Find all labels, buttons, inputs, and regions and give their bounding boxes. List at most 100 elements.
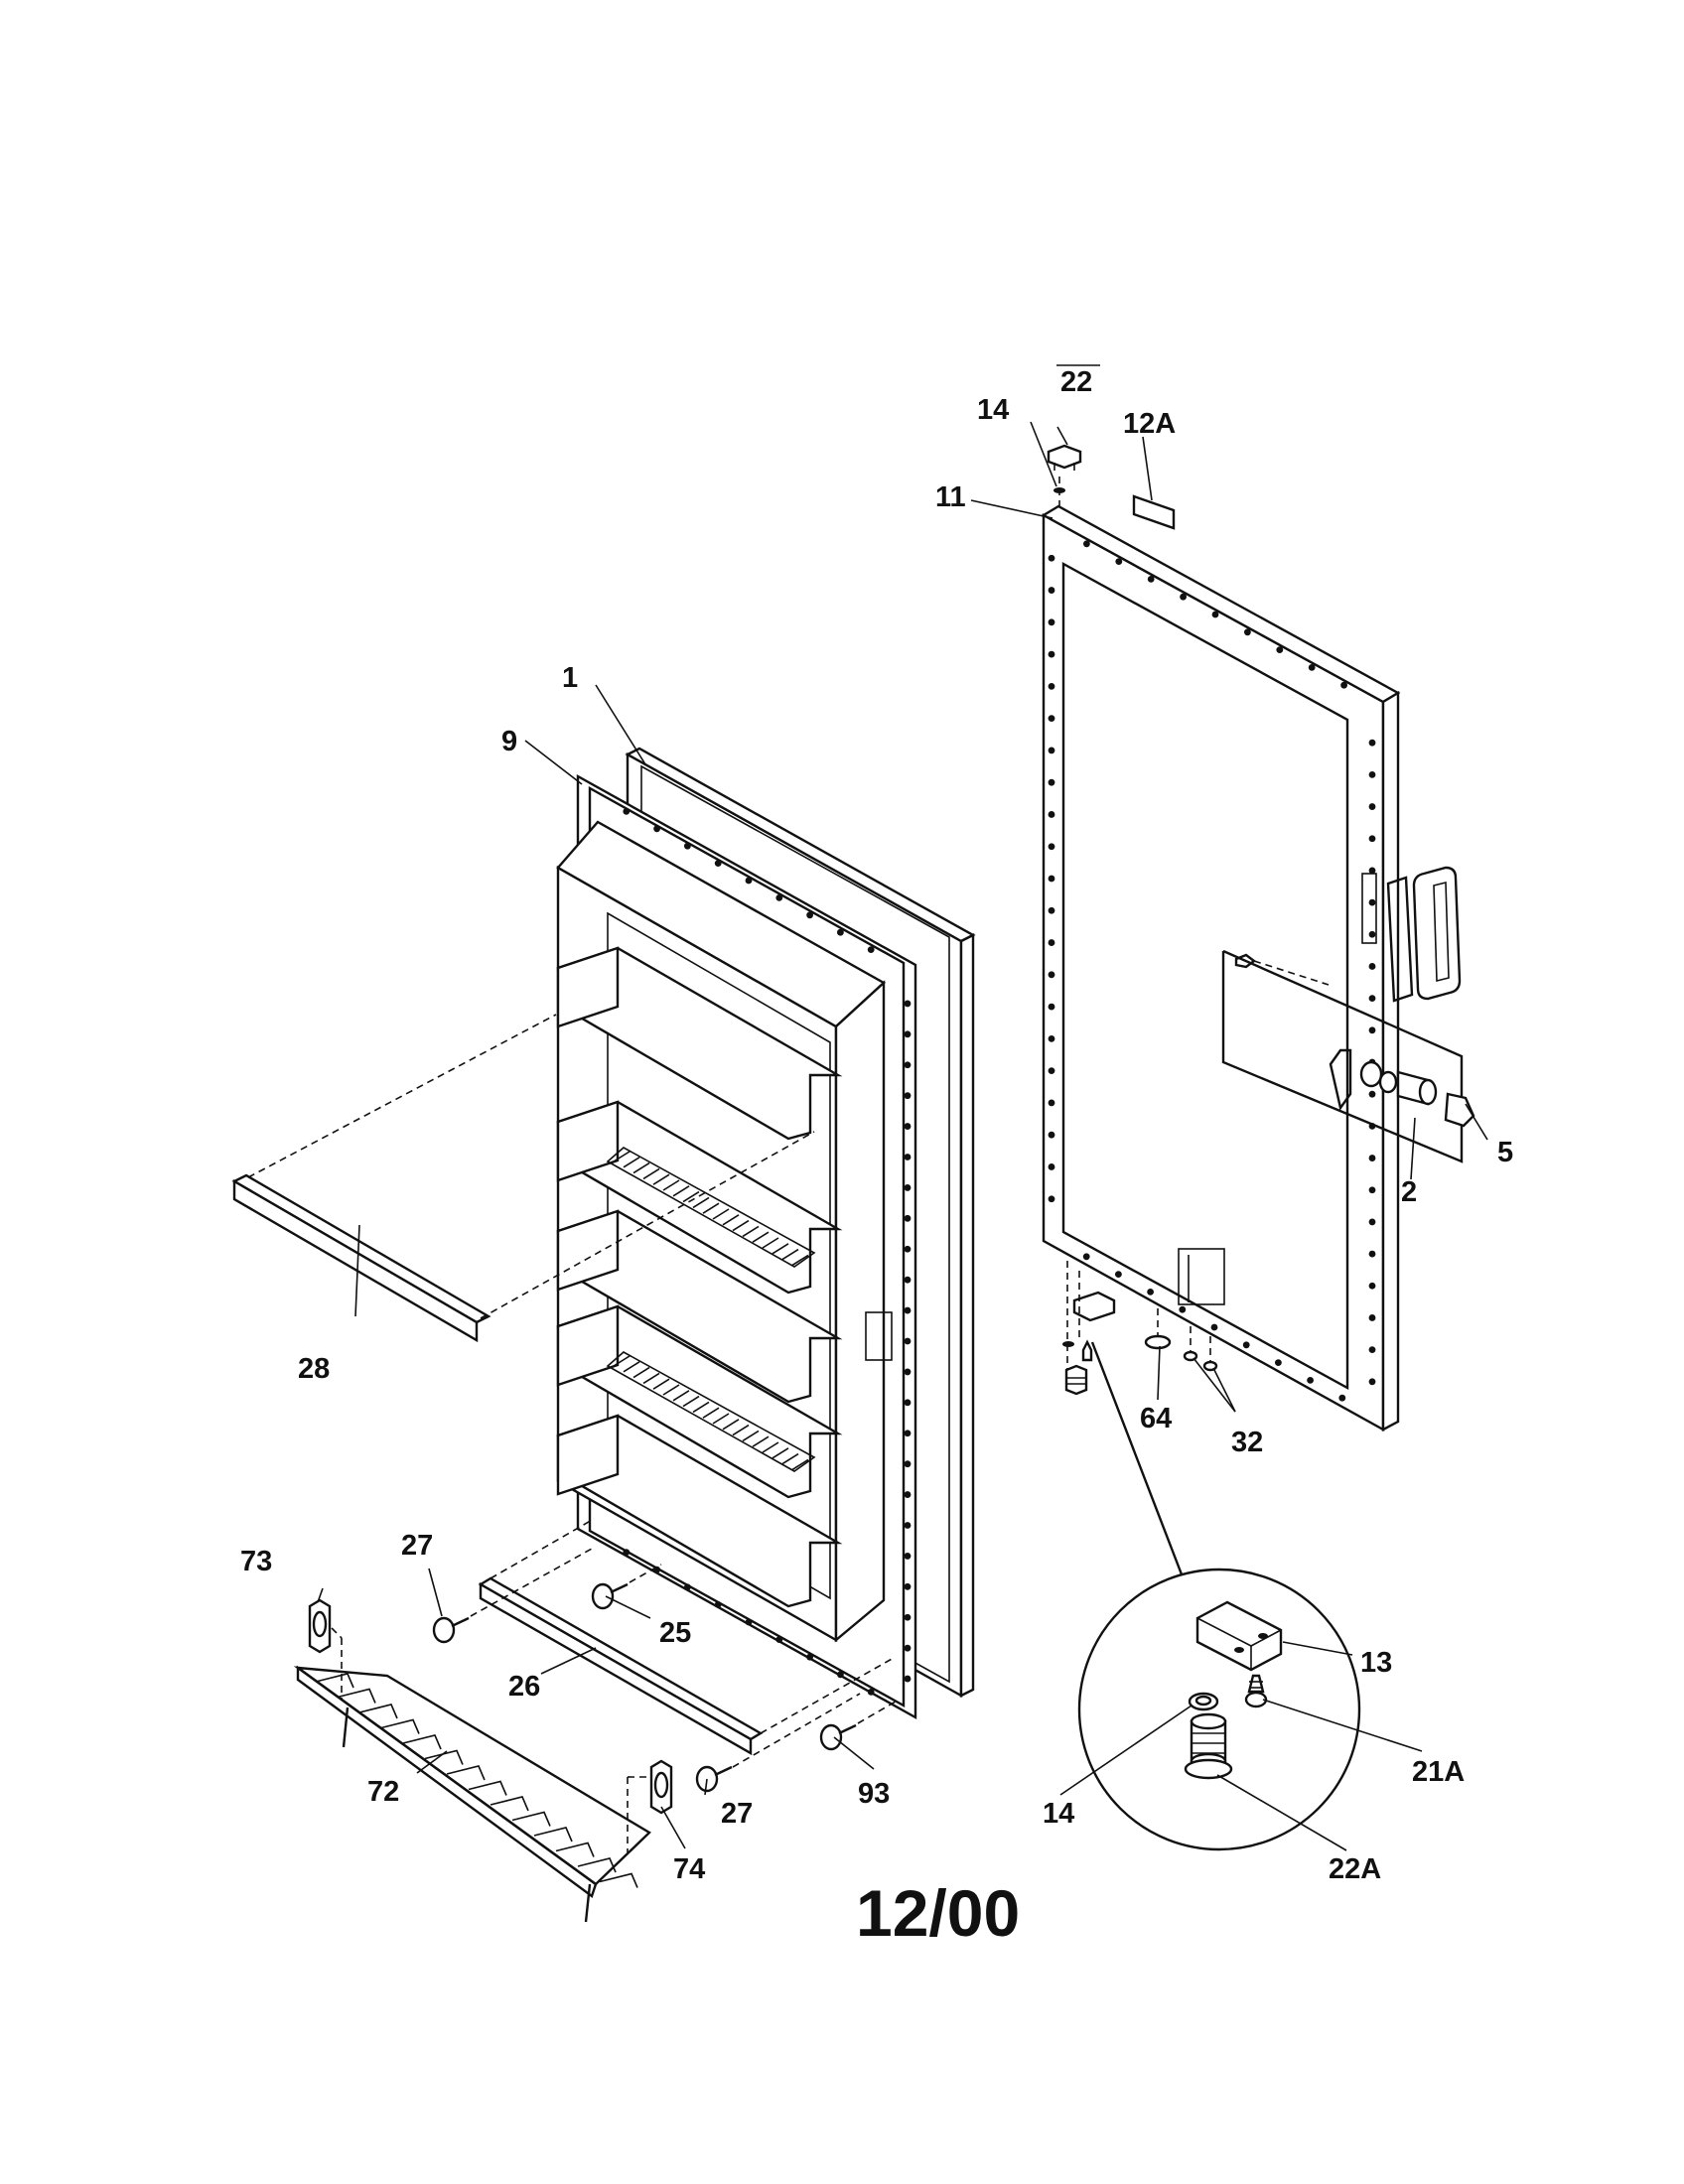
screw-hole [1368,995,1376,1003]
screw-hole [904,1061,912,1069]
rib [672,1185,690,1197]
wire-rib [446,1765,486,1781]
screw-hole [904,1613,912,1621]
leader-lines [317,421,1488,1851]
screw-hole [1368,1186,1376,1194]
screw-hole [1048,554,1055,562]
screw-hole [714,1601,722,1608]
screw-hole [1115,1271,1122,1278]
rib [662,1384,680,1396]
part-number-labels: 1 2 5 9 11 12A 13 14 14 21A 22 22A 25 26… [240,364,1513,1885]
screw-hole [1307,1377,1314,1384]
screw-hole [1082,1253,1090,1261]
wire-rib [402,1734,442,1750]
rib [791,1254,809,1267]
rib [752,1231,770,1243]
rib [682,1395,700,1408]
screw-hole [745,877,753,885]
label-part-27-lower: 27 [721,1798,753,1830]
screw-hole [1340,681,1347,689]
wire-rib [533,1827,573,1843]
screw-hole [806,911,813,919]
label-part-2: 2 [1401,1176,1417,1208]
rib [781,1452,799,1465]
shelf-ribs [613,1355,809,1471]
screw-hole [904,1491,912,1498]
wire-rib [555,1842,595,1857]
rib [702,1407,720,1419]
screw-hole [1048,1163,1055,1170]
wire-rib [490,1796,529,1812]
screw-hole [904,1000,912,1008]
rib [732,1424,750,1436]
rib [752,1435,770,1447]
rib [652,1173,670,1185]
screw-hole [904,1092,912,1100]
door-shelves [556,946,843,1608]
screw-hole [1048,875,1055,883]
basket-clip-73 [308,1598,343,1700]
wire-rib [315,1673,354,1689]
rib [772,1243,789,1255]
screw-hole [1048,715,1055,723]
screw-hole [714,860,722,867]
rib [642,1167,660,1180]
wire-rib [468,1780,507,1796]
screw-hole [1048,811,1055,818]
screw-hole [867,1689,875,1696]
screw-hole [1083,540,1090,548]
shelf-rail-28 [231,1014,815,1343]
screw-hole [1210,1323,1218,1331]
screw-hole [1242,1341,1250,1349]
screw-hole [904,1154,912,1160]
rib [732,1219,750,1232]
rib [623,1361,640,1373]
rib [742,1430,760,1442]
hinge-detail-callout [1077,1341,1361,1851]
rib [712,1208,730,1220]
screw-hole [904,1675,912,1683]
screw-hole [1048,1034,1055,1042]
screw-hole [1048,778,1055,786]
wire-rib [380,1718,420,1734]
screw-hole [1115,558,1123,565]
screw-hole [1244,628,1251,636]
rib [632,1161,650,1174]
rib [613,1355,631,1367]
screw-hole [1276,646,1284,653]
screw-hole [1308,664,1316,671]
screw-hole [1048,682,1055,690]
screw-hole [904,1030,912,1038]
basket-clip-74 [627,1759,673,1852]
label-part-22: 22 [1060,366,1092,398]
label-part-64: 64 [1140,1403,1172,1434]
wire-rib [599,1872,638,1888]
screw-hole [1147,576,1155,583]
screw-hole [1048,1131,1055,1139]
screw-hole [1147,1289,1154,1296]
screw-hole [837,928,844,936]
rib [712,1413,730,1425]
screw-hole [1368,1378,1376,1386]
screw-hole [1048,1067,1055,1075]
screw-hole [904,1214,912,1222]
screw-hole [775,894,783,901]
screw-hole [1368,867,1376,875]
screw-hole [623,808,631,815]
screw-hole [684,842,691,850]
rib [762,1237,779,1249]
rib [702,1202,720,1214]
screw-hole [1211,611,1219,618]
panel-screw-holes [1048,540,1376,1402]
label-part-74: 74 [673,1853,705,1885]
label-part-32: 32 [1231,1427,1263,1458]
screw-hole [1368,1155,1376,1161]
rib [613,1151,631,1162]
rib [692,1196,710,1209]
label-part-14-top: 14 [977,394,1009,426]
inner-door-liner [556,820,893,1643]
screw-hole [904,1184,912,1191]
screw-hole [837,1671,844,1679]
screw-hole [1048,747,1055,754]
screw-hole [904,1644,912,1652]
